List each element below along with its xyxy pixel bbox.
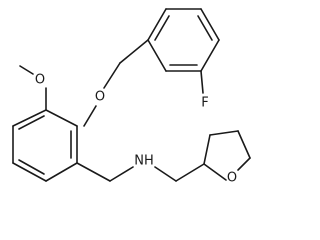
methyl-bond [19, 65, 34, 75]
c-f-bond [200, 70, 204, 94]
benzyl-bond-2 [103, 62, 121, 89]
ch2-to-thf-bond [175, 163, 205, 182]
ring-to-ch2-bond [76, 162, 111, 182]
methoxy-oxygen-label: O [35, 73, 45, 88]
fluorophenyl-ring [147, 8, 220, 72]
methoxyphenyl-ring [12, 109, 78, 182]
ch2-to-nh-bond [109, 166, 134, 182]
ether-to-ring-bond [83, 105, 97, 127]
ether-oxygen-label: O [95, 90, 105, 105]
fluorine-label: F [201, 96, 208, 111]
nh-to-ch2-bond [154, 166, 177, 182]
molecule-diagram: F O O NH O [12, 8, 251, 186]
ring-oxygen-label: O [227, 171, 237, 186]
amine-label: NH [134, 154, 154, 169]
benzyl-bond-1 [119, 39, 149, 64]
structure-svg: F O O NH O [12, 8, 251, 186]
tetrahydrofuran-ring [203, 130, 251, 181]
